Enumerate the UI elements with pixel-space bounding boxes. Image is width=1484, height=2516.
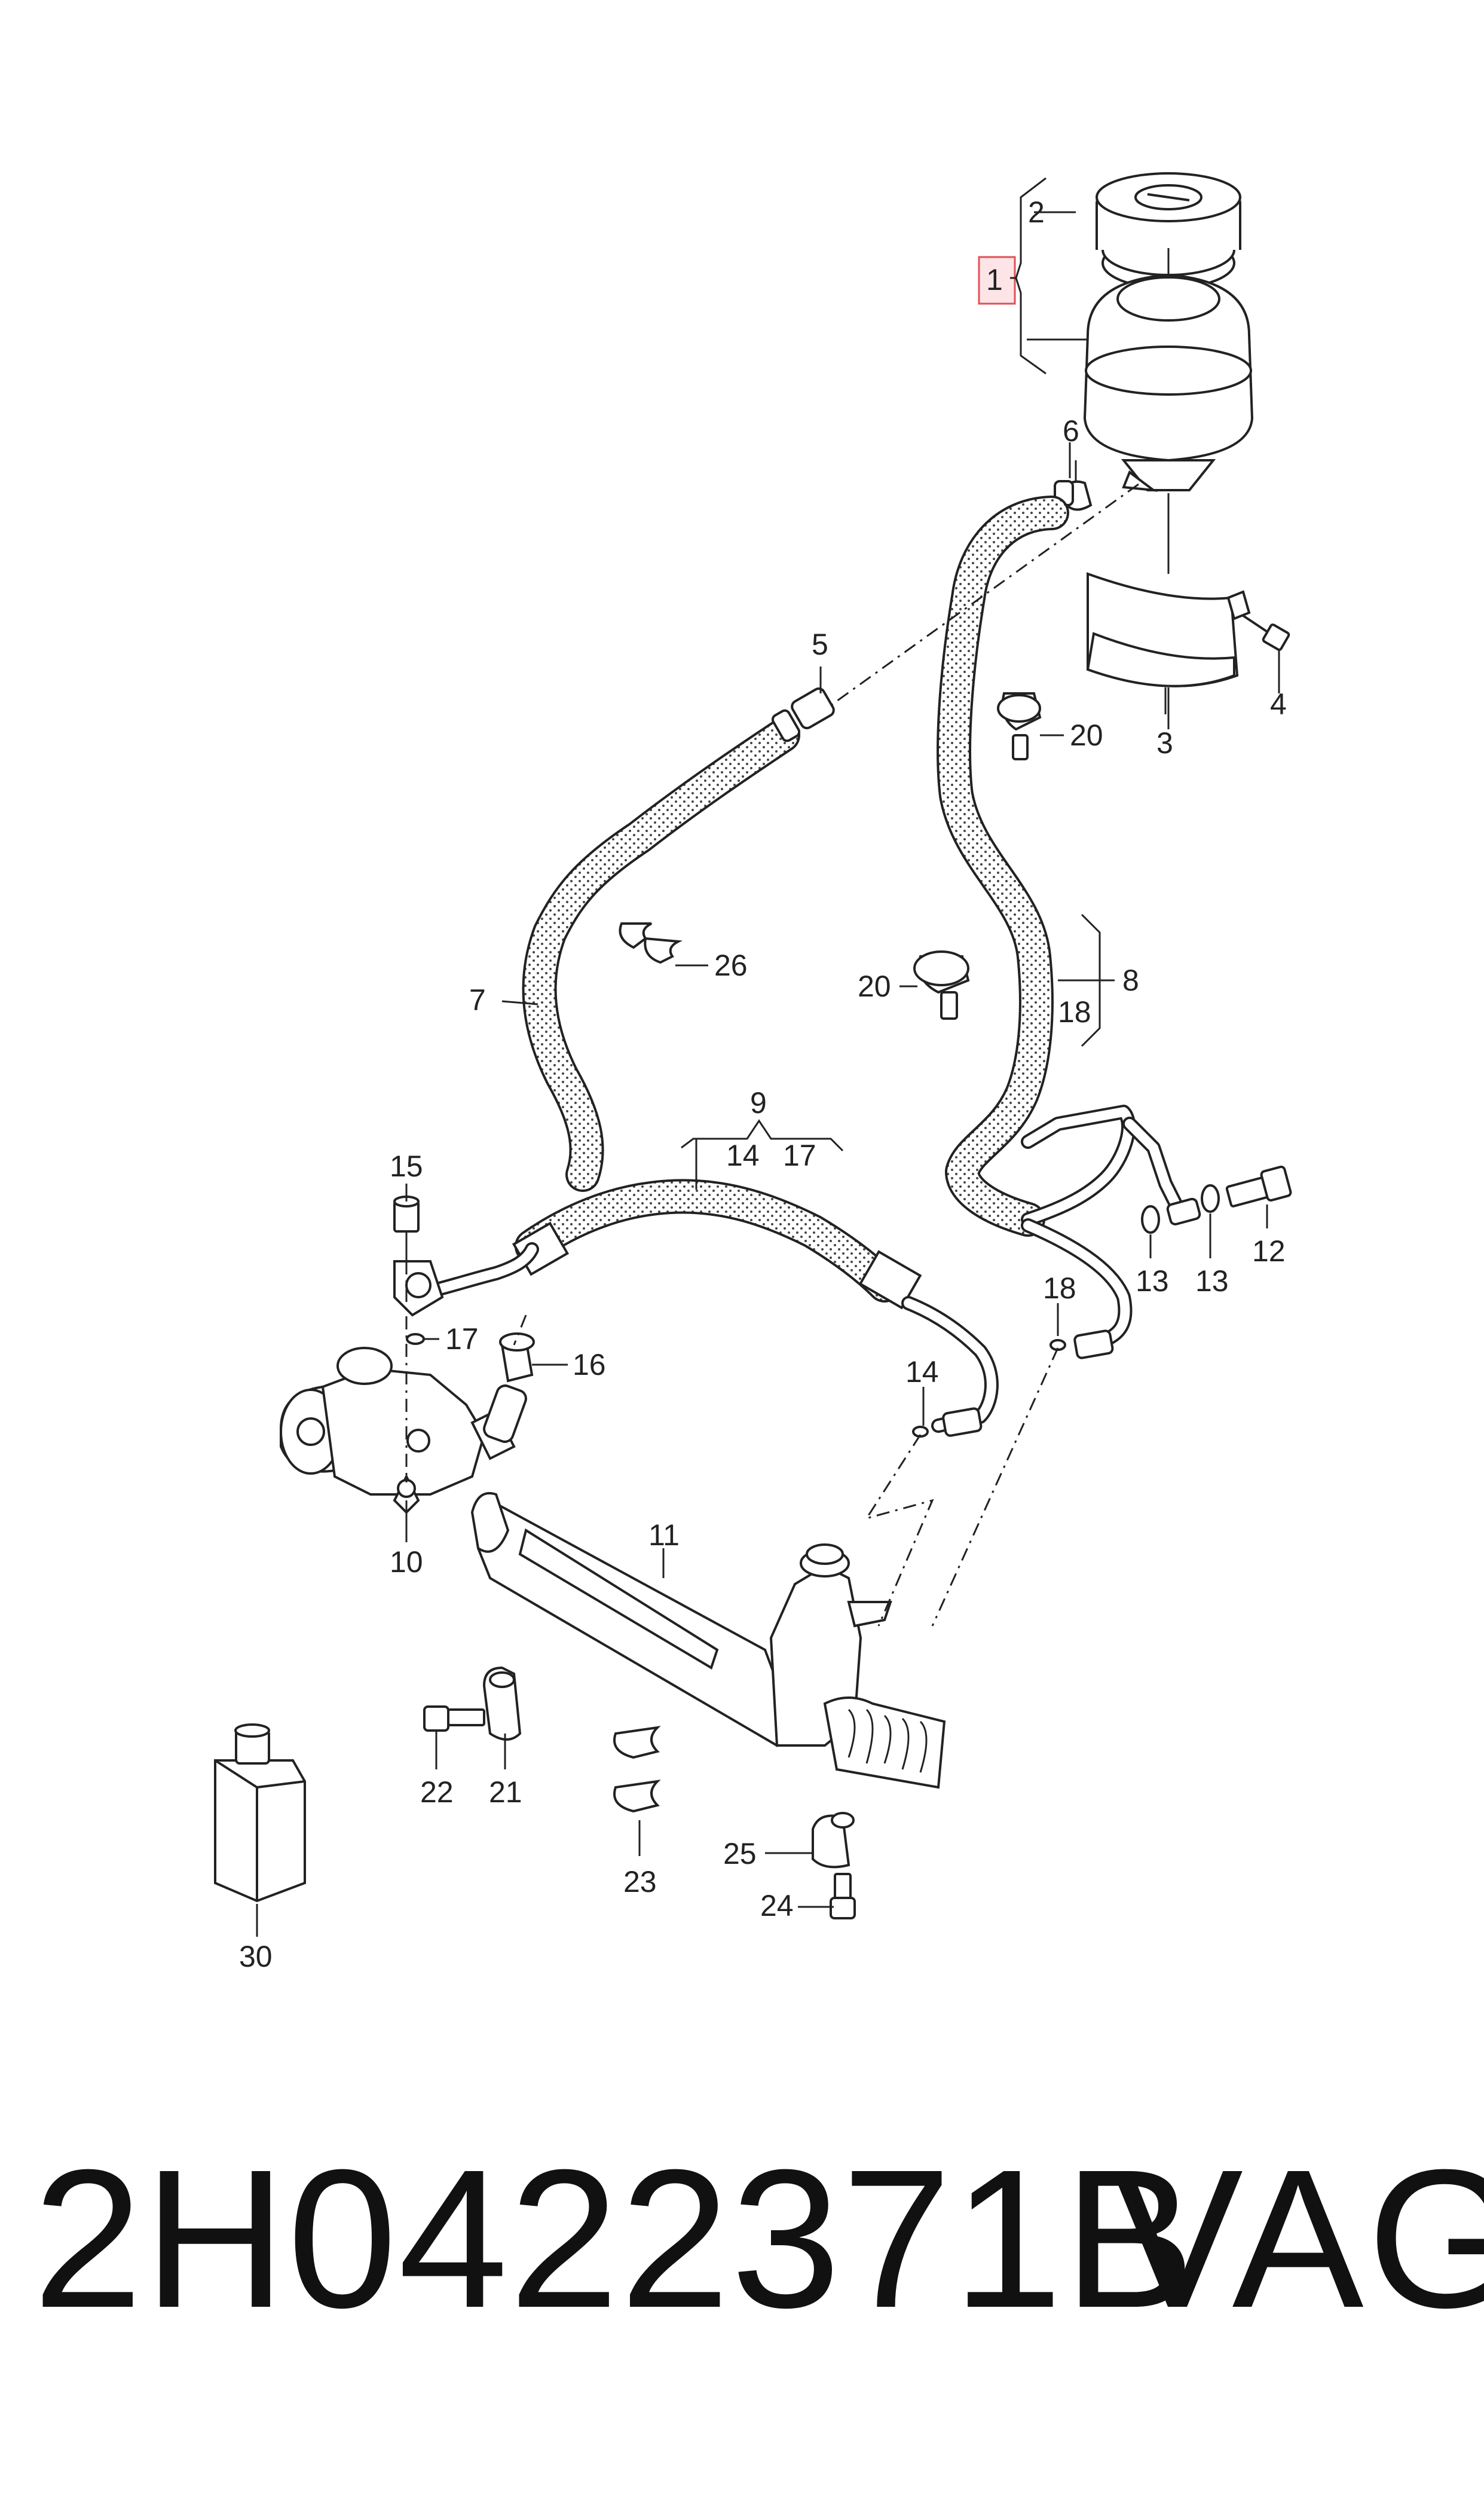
callout-21[interactable]: 21 — [489, 1775, 522, 1809]
callout-1-highlight — [978, 256, 1016, 305]
return-hose-8 — [937, 496, 1069, 1237]
callout-24[interactable]: 24 — [760, 1889, 794, 1922]
bolt-22 — [423, 1705, 485, 1732]
hydraulic-fluid-bottle-30 — [214, 1723, 306, 1903]
reservoir-bracket — [1086, 572, 1251, 687]
bolt-24 — [830, 1873, 856, 1919]
callout-1[interactable]: 1 — [986, 263, 1003, 296]
callout-2[interactable]: 2 — [1028, 195, 1045, 229]
callout-3[interactable]: 3 — [1156, 726, 1173, 760]
callout-18-rack[interactable]: 18 — [1043, 1271, 1076, 1305]
callout-17-group[interactable]: 17 — [783, 1139, 816, 1172]
reservoir-hose-clamp — [1054, 480, 1093, 511]
brand-name: VAG — [1112, 2128, 1484, 2349]
clamp-21 — [482, 1666, 522, 1741]
return-pipe-8 — [1021, 1105, 1201, 1359]
banjo-bolt-12 — [1225, 1166, 1292, 1207]
steering-rack — [470, 1492, 946, 1789]
seal-13-left — [1141, 1205, 1160, 1234]
callout-15[interactable]: 15 — [390, 1150, 423, 1183]
callout-16[interactable]: 16 — [573, 1348, 606, 1381]
callout-8[interactable]: 8 — [1122, 964, 1139, 997]
callout-30[interactable]: 30 — [239, 1940, 273, 1973]
callout-6[interactable]: 6 — [1063, 414, 1079, 448]
seal-13-right — [1201, 1184, 1220, 1213]
power-steering-pump — [280, 1260, 527, 1514]
callout-20-upper[interactable]: 20 — [1070, 719, 1103, 752]
hose-clip-26 — [619, 922, 683, 964]
reservoir-cap — [1096, 172, 1241, 289]
callout-5[interactable]: 5 — [812, 628, 828, 661]
clip-23 — [613, 1726, 661, 1813]
seal-17-pump — [406, 1333, 425, 1345]
callout-14-rack[interactable]: 14 — [905, 1355, 939, 1389]
hose-clip-20-lower — [913, 950, 970, 1020]
banjo-bolt-15 — [393, 1184, 420, 1261]
pump-feed-pipe — [423, 1242, 539, 1298]
callout-11[interactable]: 11 — [648, 1518, 680, 1552]
hose-clamp-5 — [771, 687, 835, 742]
callout-13-right[interactable]: 13 — [1195, 1264, 1229, 1298]
callout-18-group[interactable]: 18 — [1058, 995, 1091, 1029]
part-number: 2H0422371B — [33, 2128, 1197, 2349]
callout-25[interactable]: 25 — [723, 1837, 757, 1870]
leader-lines — [256, 211, 1280, 1937]
callout-23[interactable]: 23 — [623, 1865, 657, 1899]
hose-clip-20-upper — [997, 692, 1042, 760]
reservoir-bolt — [1242, 615, 1290, 651]
suction-hose-7 — [522, 718, 800, 1192]
callout-10[interactable]: 10 — [390, 1545, 423, 1579]
callout-4[interactable]: 4 — [1270, 687, 1287, 721]
callout-22[interactable]: 22 — [420, 1775, 454, 1809]
clamp-25 — [812, 1812, 855, 1869]
callout-13-left[interactable]: 13 — [1136, 1264, 1169, 1298]
seal-14-rack — [912, 1426, 929, 1438]
callout-14-group[interactable]: 14 — [726, 1139, 760, 1172]
hose-clamp-16 — [499, 1332, 535, 1383]
pressure-pipe-to-rack — [901, 1296, 999, 1437]
callout-26[interactable]: 26 — [714, 949, 748, 982]
callout-12[interactable]: 12 — [1252, 1234, 1286, 1268]
callout-20-lower[interactable]: 20 — [858, 970, 891, 1003]
reservoir-body — [1083, 273, 1254, 492]
callout-7[interactable]: 7 — [469, 983, 486, 1017]
callout-17-pump[interactable]: 17 — [445, 1322, 479, 1356]
pressure-hose-9 — [512, 1179, 922, 1310]
callout-9[interactable]: 9 — [750, 1086, 767, 1120]
